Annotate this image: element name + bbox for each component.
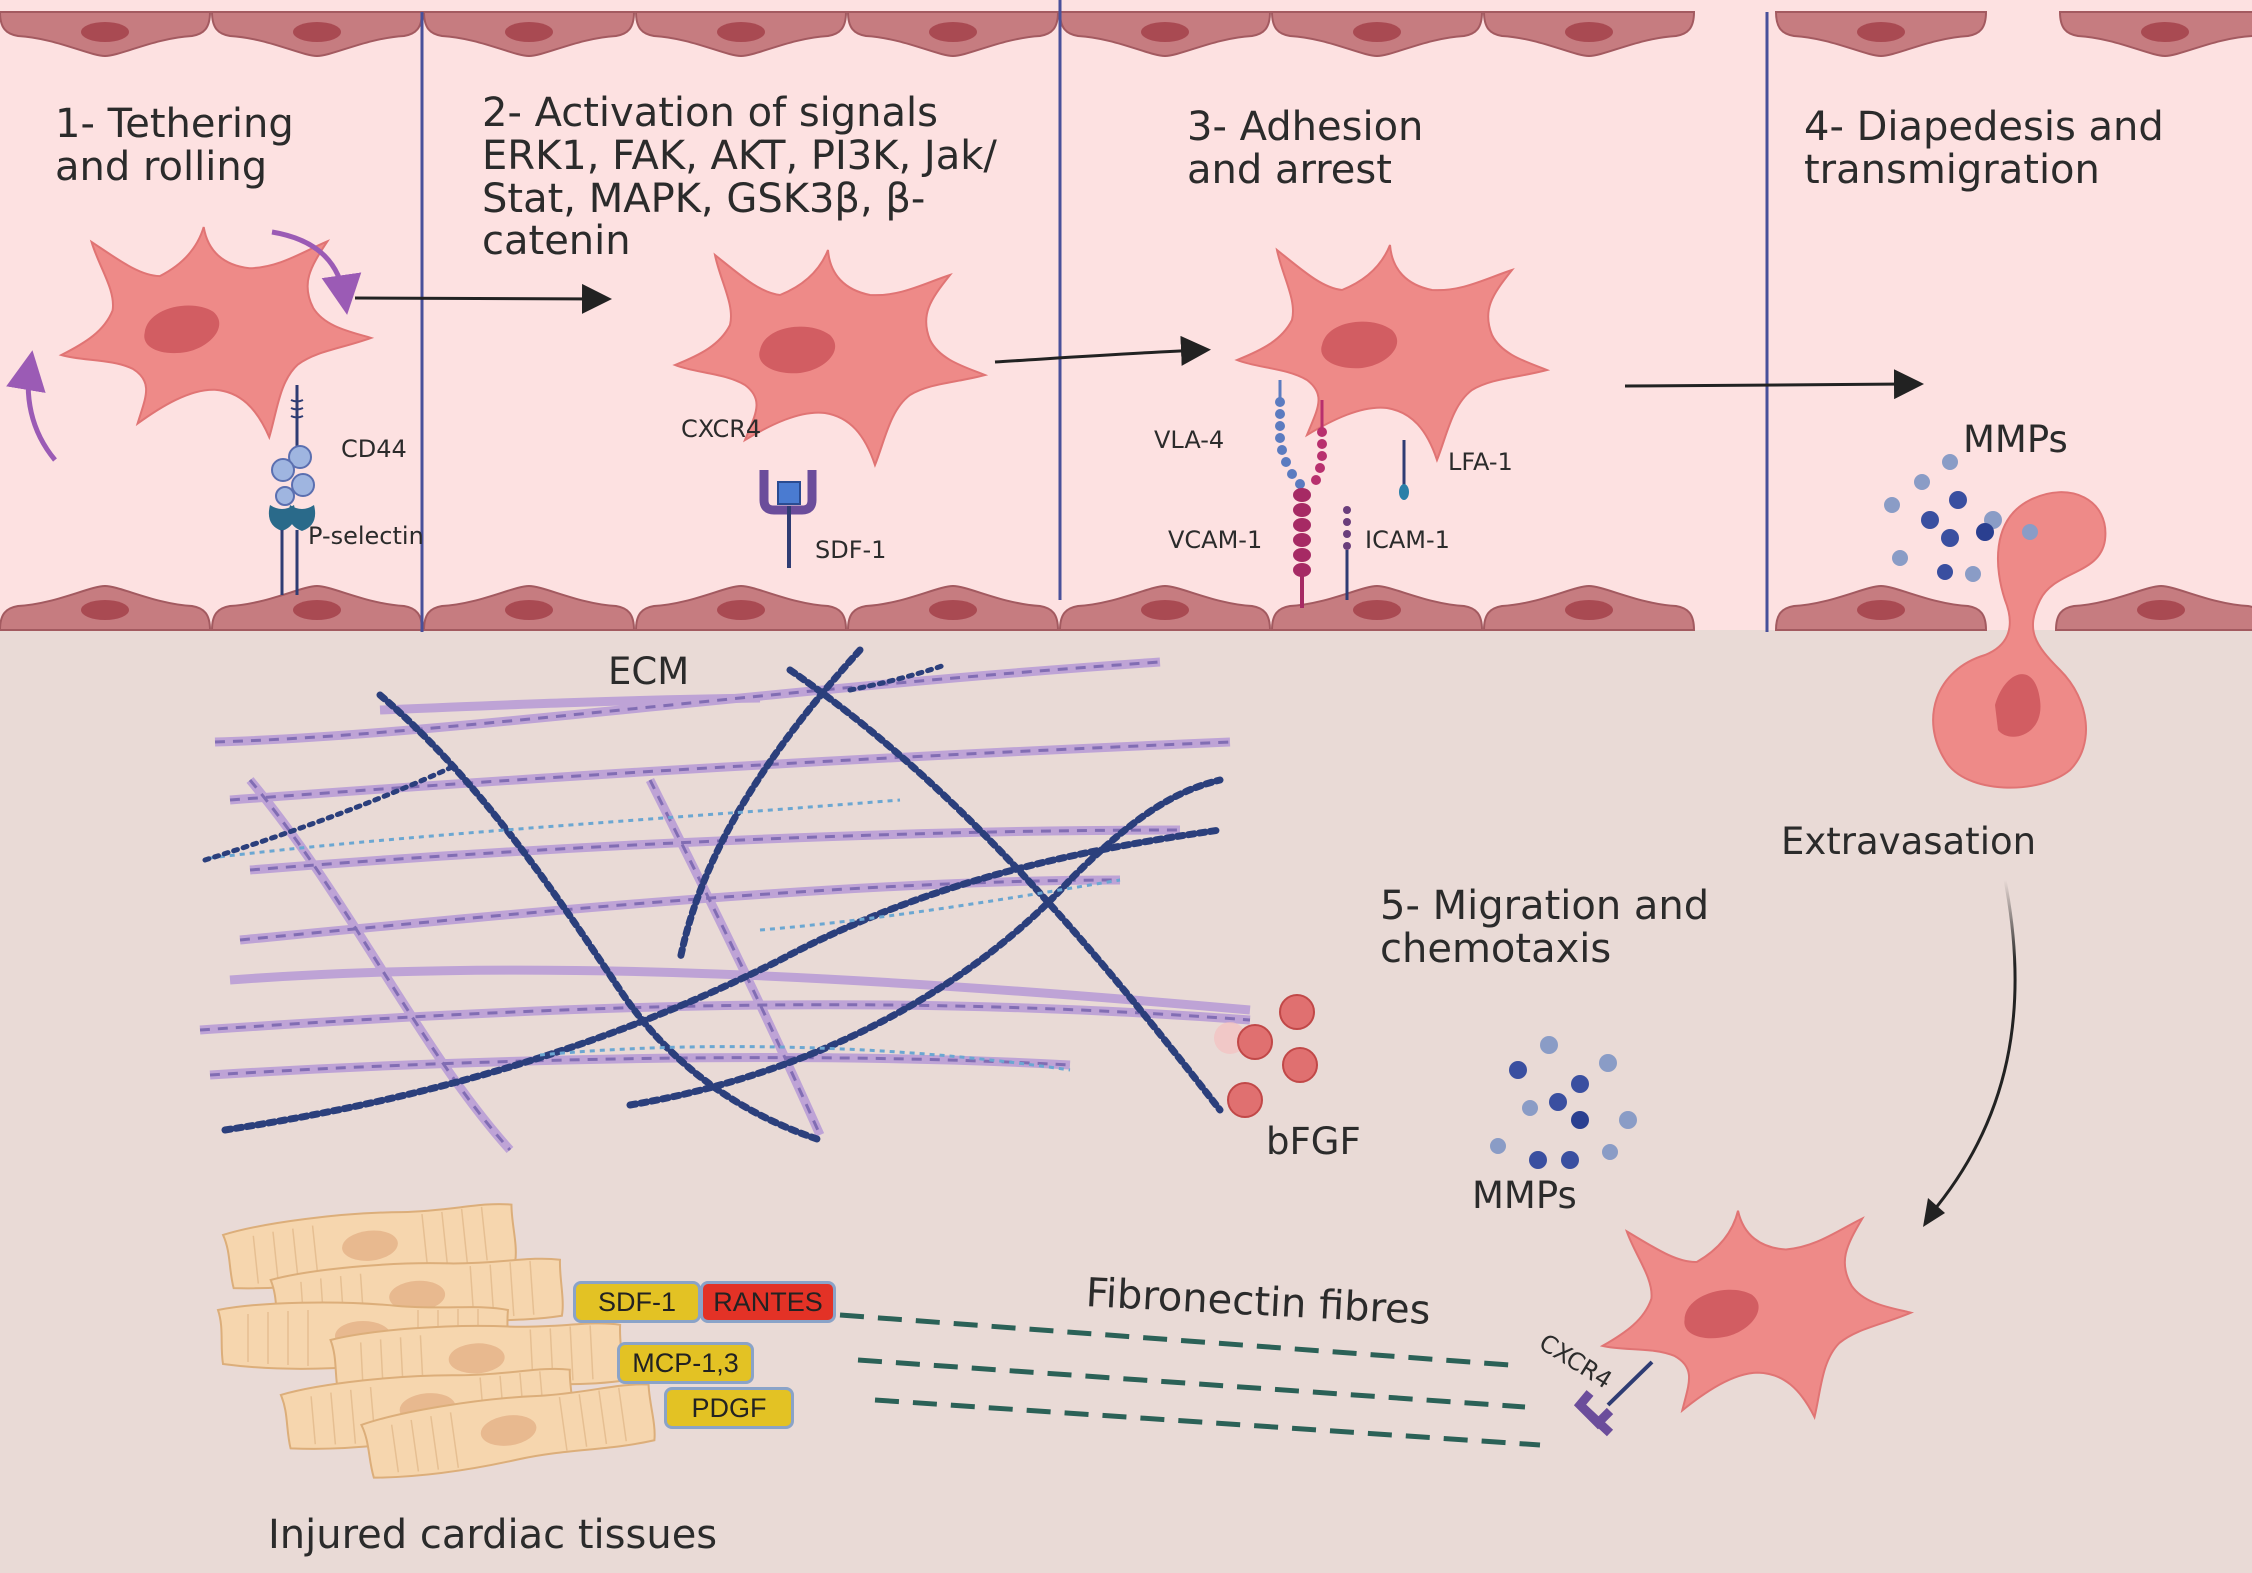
fibronectin-fibres	[839, 1312, 1541, 1448]
step3-label: 3- Adhesion and arrest	[1187, 104, 1424, 193]
step2-label: 2- Activation of signals ERK1, FAK, AKT,…	[482, 90, 997, 265]
injured-tissue-label: Injured cardiac tissues	[268, 1512, 718, 1558]
mmp-particles-bottom	[1490, 1036, 1637, 1169]
cd44-label: CD44	[341, 435, 407, 463]
icam1-label: ICAM-1	[1365, 526, 1450, 554]
stage-dividers	[420, 0, 1769, 632]
ecm-fibre-mesh	[199, 646, 1251, 1154]
cxcr4-label: CXCR4	[681, 415, 762, 443]
stage-arrow-icon	[354, 283, 612, 314]
stage-arrow-icon	[994, 335, 1211, 366]
stem-cell-transmigrating	[1932, 491, 2107, 789]
cxcr4-sdf1-receptor	[759, 470, 817, 568]
lfa1-label: LFA-1	[1448, 448, 1513, 476]
stem-cell-migrating	[1585, 1187, 1925, 1446]
step5-label: 5- Migration and chemotaxis	[1380, 883, 1710, 972]
chemokine-pdgf: PDGF	[664, 1387, 794, 1429]
extravasation-label: Extravasation	[1781, 820, 2037, 863]
step4-label: 4- Diapedesis and transmigration	[1804, 104, 2164, 193]
stage-arrow-icon	[1624, 369, 1924, 400]
p-selectin-label: P-selectin	[308, 522, 424, 550]
step1-label: 1- Tethering and rolling	[55, 101, 294, 190]
extravasation-arrowhead-icon	[1923, 1198, 1945, 1227]
mmps-label-top: MMPs	[1963, 418, 2068, 461]
vla4-label: VLA-4	[1154, 426, 1225, 454]
endothelium-top	[0, 0, 2252, 70]
injured-cardiac-cells	[217, 1196, 658, 1485]
bfgf-label: bFGF	[1266, 1120, 1361, 1163]
mmp-particles-top	[1884, 454, 2038, 582]
integrin-adhesion-molecules	[1275, 380, 1409, 608]
vcam1-label: VCAM-1	[1168, 526, 1263, 554]
sdf1-label: SDF-1	[815, 536, 887, 564]
extravasation-arrow-icon	[1928, 879, 2017, 1216]
chemokine-sdf1: SDF-1	[573, 1281, 701, 1323]
ecm-label: ECM	[608, 650, 690, 693]
mmps-label-bottom: MMPs	[1472, 1174, 1577, 1217]
bfgf-particles	[1214, 994, 1318, 1118]
cxcr4-receptor-bottom	[1573, 1360, 1654, 1437]
chemokine-rantes: RANTES	[700, 1281, 836, 1323]
cd44-p-selectin-receptor	[268, 385, 316, 595]
vessel-lumen	[0, 0, 2252, 630]
chemokine-mcp: MCP-1,3	[617, 1342, 754, 1384]
rolling-arrow-icon	[6, 350, 57, 462]
rolling-arrow-icon	[271, 229, 362, 315]
